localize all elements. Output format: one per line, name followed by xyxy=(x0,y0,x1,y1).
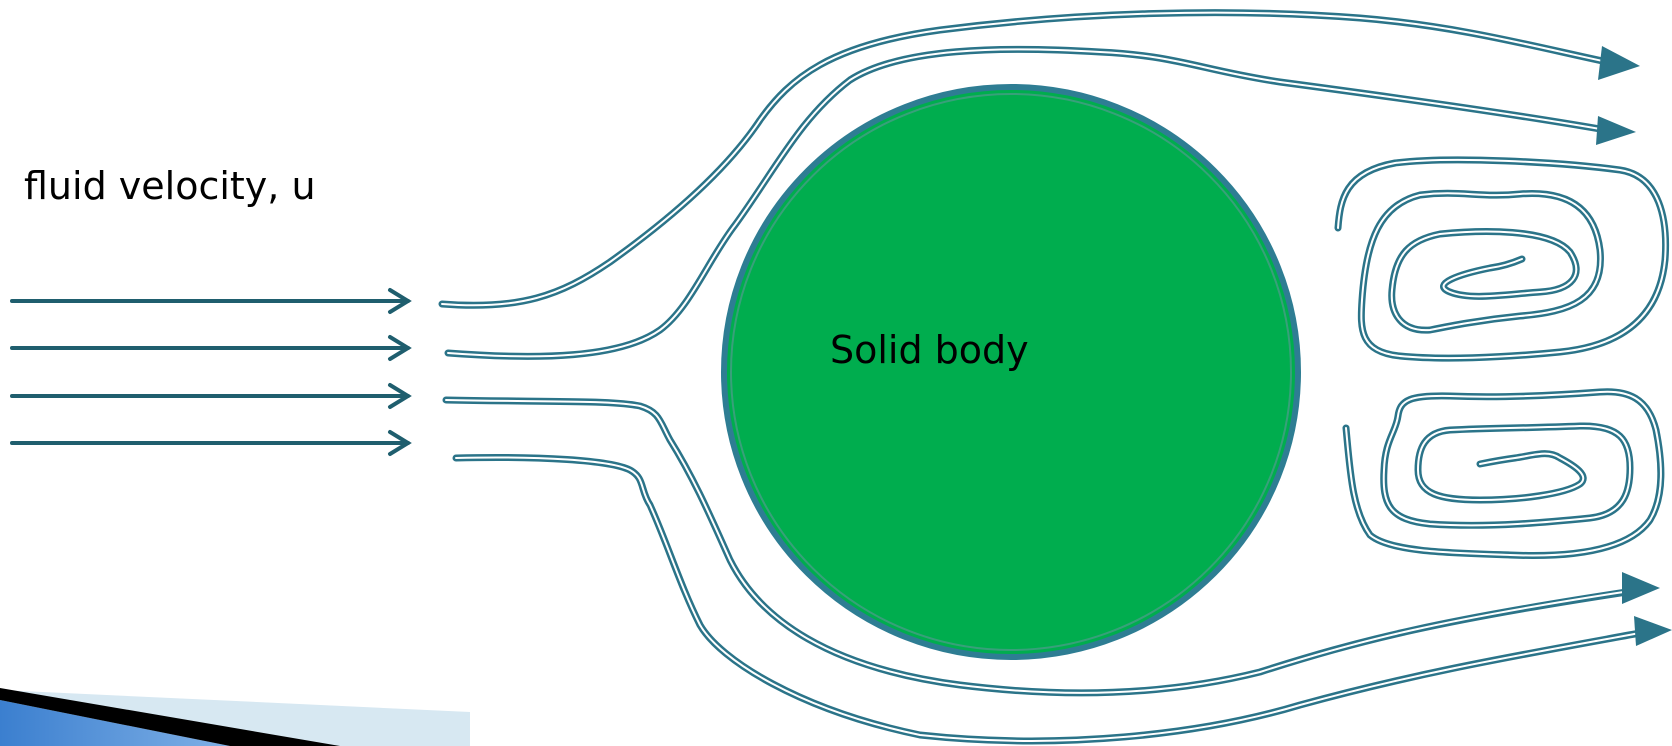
inflow-arrow-4 xyxy=(12,432,408,454)
vortex-lower xyxy=(1346,392,1661,556)
solid-body-label: Solid body xyxy=(830,328,1029,372)
inflow-arrows xyxy=(12,290,408,454)
fluid-velocity-label: fluid velocity, u xyxy=(24,164,316,208)
inflow-arrow-3 xyxy=(12,385,408,407)
arrowhead-icon xyxy=(1596,116,1636,145)
solid-body xyxy=(724,87,1298,657)
arrowhead-icon xyxy=(1622,572,1660,604)
vortex-upper xyxy=(1338,160,1666,358)
arrowhead-icon xyxy=(1634,616,1672,646)
inflow-arrow-1 xyxy=(12,290,408,312)
solid-body-circle xyxy=(724,87,1298,657)
corner-decoration xyxy=(0,688,470,746)
arrowhead-icon xyxy=(1598,46,1640,80)
inflow-arrow-2 xyxy=(12,337,408,359)
